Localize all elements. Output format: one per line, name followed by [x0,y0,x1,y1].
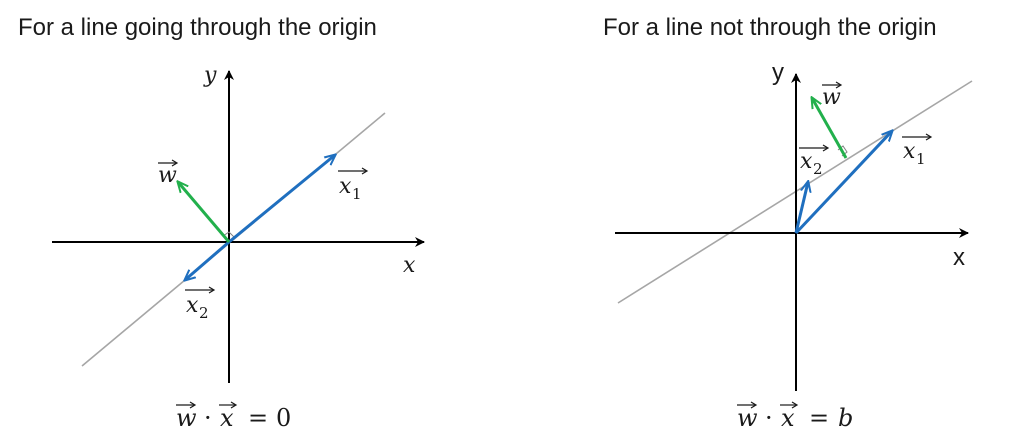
vector-x1 [228,155,335,244]
vector-x1 [794,131,892,235]
svg-text:w: w [737,404,758,432]
label-x1: x 1 [902,133,933,168]
x-axis-label: x [953,244,965,271]
svg-text:·: · [765,404,773,432]
vector-w [178,182,231,243]
svg-text:b: b [838,404,853,432]
label-x1: x 1 [338,167,369,203]
label-w: w [822,81,843,110]
svg-text:·: · [204,404,212,432]
vector-x2 [794,182,808,234]
x-axis-label: x [403,253,416,278]
svg-text:1: 1 [916,150,926,168]
svg-text:x: x [220,404,234,432]
vector-w [812,98,848,159]
svg-text:0: 0 [276,404,291,432]
vector-x2 [185,240,230,280]
svg-text:=: = [248,404,268,432]
svg-text:w: w [158,163,177,188]
svg-text:x: x [781,404,795,432]
label-x2: x 2 [185,286,216,322]
y-axis-label: y [772,59,784,86]
label-x2: x 2 [799,144,830,178]
svg-text:x: x [186,293,199,318]
svg-text:w: w [176,404,197,432]
svg-text:x: x [800,149,813,174]
panel-title-origin: For a line going through the origin [18,14,377,41]
svg-text:w: w [822,85,841,110]
svg-text:x: x [903,139,916,164]
panel-origin: For a line going through the origin x y … [18,14,425,432]
svg-text:x: x [339,174,352,199]
equation-origin: w · x = 0 [176,401,291,432]
svg-text:2: 2 [199,304,209,322]
svg-text:1: 1 [352,185,362,203]
panel-title-offset: For a line not through the origin [603,14,937,41]
right-angle-mark [222,231,236,239]
equation-offset: w · x = b [737,401,853,432]
label-w: w [158,159,179,188]
svg-text:2: 2 [813,160,823,178]
panel-offset: For a line not through the origin x y w … [603,14,973,432]
y-axis-label: y [203,63,217,88]
svg-text:=: = [809,404,829,432]
